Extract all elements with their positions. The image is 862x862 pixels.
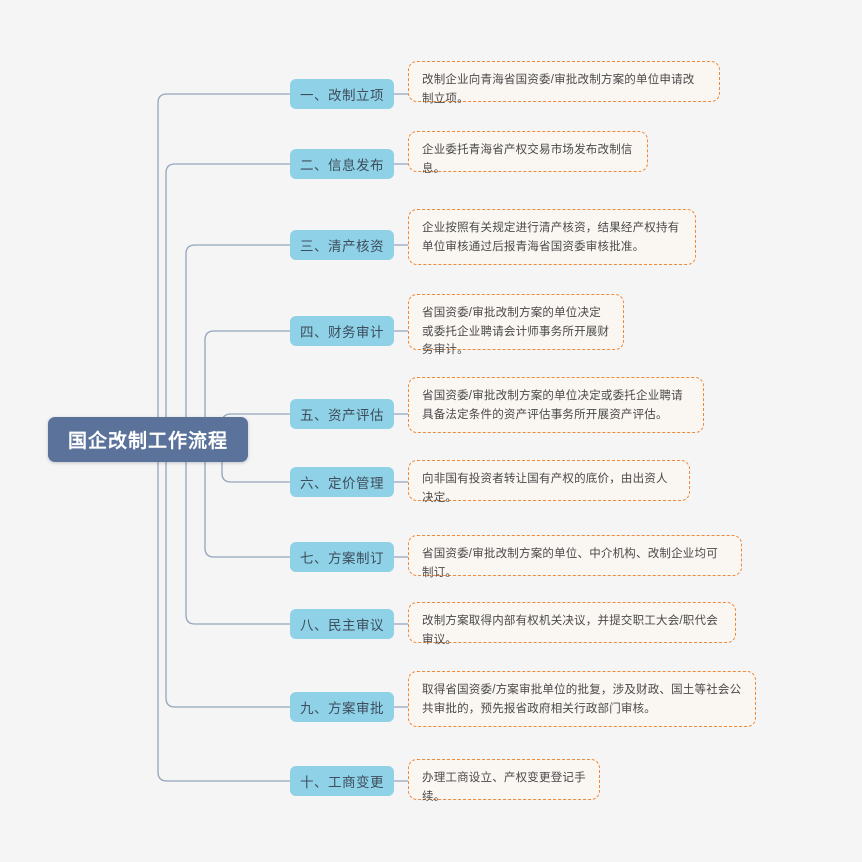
- note-box-10[interactable]: 办理工商设立、产权变更登记手续。: [408, 759, 600, 803]
- note-box-1[interactable]: 改制企业向青海省国资委/审批改制方案的单位申请改制立项。: [408, 61, 720, 105]
- branch-label-text: 二、信息发布: [300, 158, 384, 173]
- note-text: 改制方案取得内部有权机关决议，并提交职工大会/职代会审议。: [422, 615, 718, 646]
- branch-label-text: 一、改制立项: [300, 88, 384, 103]
- branch-label-text: 八、民主审议: [300, 618, 384, 633]
- note-text: 企业按照有关规定进行清产核资，结果经产权持有单位审核通过后报青海省国资委审核批准…: [422, 222, 680, 253]
- branch-label-text: 九、方案审批: [300, 701, 384, 716]
- branch-label-4[interactable]: 四、财务审计: [290, 316, 394, 346]
- note-box-5[interactable]: 省国资委/审批改制方案的单位决定或委托企业聘请具备法定条件的资产评估事务所开展资…: [408, 377, 704, 433]
- branch-label-3[interactable]: 三、清产核资: [290, 230, 394, 260]
- note-text: 企业委托青海省产权交易市场发布改制信息。: [422, 144, 633, 175]
- note-box-3[interactable]: 企业按照有关规定进行清产核资，结果经产权持有单位审核通过后报青海省国资委审核批准…: [408, 209, 696, 265]
- branch-label-9[interactable]: 九、方案审批: [290, 692, 394, 722]
- note-text: 改制企业向青海省国资委/审批改制方案的单位申请改制立项。: [422, 74, 695, 105]
- branch-label-text: 四、财务审计: [300, 325, 384, 340]
- branch-label-text: 三、清产核资: [300, 239, 384, 254]
- note-box-7[interactable]: 省国资委/审批改制方案的单位、中介机构、改制企业均可制订。: [408, 535, 742, 579]
- note-box-2[interactable]: 企业委托青海省产权交易市场发布改制信息。: [408, 131, 648, 175]
- note-text: 办理工商设立、产权变更登记手续。: [422, 772, 586, 803]
- connector-root-to-branch-8: [185, 438, 290, 625]
- connector-root-to-branch-2: [165, 163, 290, 441]
- note-text: 省国资委/审批改制方案的单位决定或委托企业聘请具备法定条件的资产评估事务所开展资…: [422, 390, 683, 421]
- branch-label-text: 六、定价管理: [300, 476, 384, 491]
- branch-label-7[interactable]: 七、方案制订: [290, 542, 394, 572]
- note-box-8[interactable]: 改制方案取得内部有权机关决议，并提交职工大会/职代会审议。: [408, 602, 736, 646]
- note-box-6[interactable]: 向非国有投资者转让国有产权的底价，由出资人决定。: [408, 460, 690, 504]
- connector-root-to-branch-1: [157, 93, 290, 441]
- root-node-label: 国企改制工作流程: [67, 431, 228, 452]
- note-text: 省国资委/审批改制方案的单位、中介机构、改制企业均可制订。: [422, 548, 718, 579]
- connector-root-to-branch-3: [185, 244, 290, 441]
- note-box-4[interactable]: 省国资委/审批改制方案的单位决定或委托企业聘请会计师事务所开展财务审计。: [408, 294, 624, 356]
- note-text: 向非国有投资者转让国有产权的底价，由出资人决定。: [422, 473, 668, 504]
- connector-root-to-branch-10: [157, 438, 290, 782]
- branch-label-5[interactable]: 五、资产评估: [290, 399, 394, 429]
- root-node[interactable]: 国企改制工作流程: [48, 417, 248, 462]
- branch-label-text: 五、资产评估: [300, 408, 384, 423]
- note-box-9[interactable]: 取得省国资委/方案审批单位的批复，涉及财政、国土等社会公共审批的，预先报省政府相…: [408, 671, 756, 727]
- branch-label-8[interactable]: 八、民主审议: [290, 609, 394, 639]
- note-text: 省国资委/审批改制方案的单位决定或委托企业聘请会计师事务所开展财务审计。: [422, 307, 610, 357]
- branch-label-1[interactable]: 一、改制立项: [290, 79, 394, 109]
- branch-label-10[interactable]: 十、工商变更: [290, 766, 394, 796]
- note-text: 取得省国资委/方案审批单位的批复，涉及财政、国土等社会公共审批的，预先报省政府相…: [422, 684, 742, 715]
- branch-label-text: 七、方案制订: [300, 551, 384, 566]
- branch-label-6[interactable]: 六、定价管理: [290, 467, 394, 497]
- branch-label-2[interactable]: 二、信息发布: [290, 149, 394, 179]
- branch-label-text: 十、工商变更: [300, 775, 384, 790]
- connector-root-to-branch-9: [165, 438, 290, 708]
